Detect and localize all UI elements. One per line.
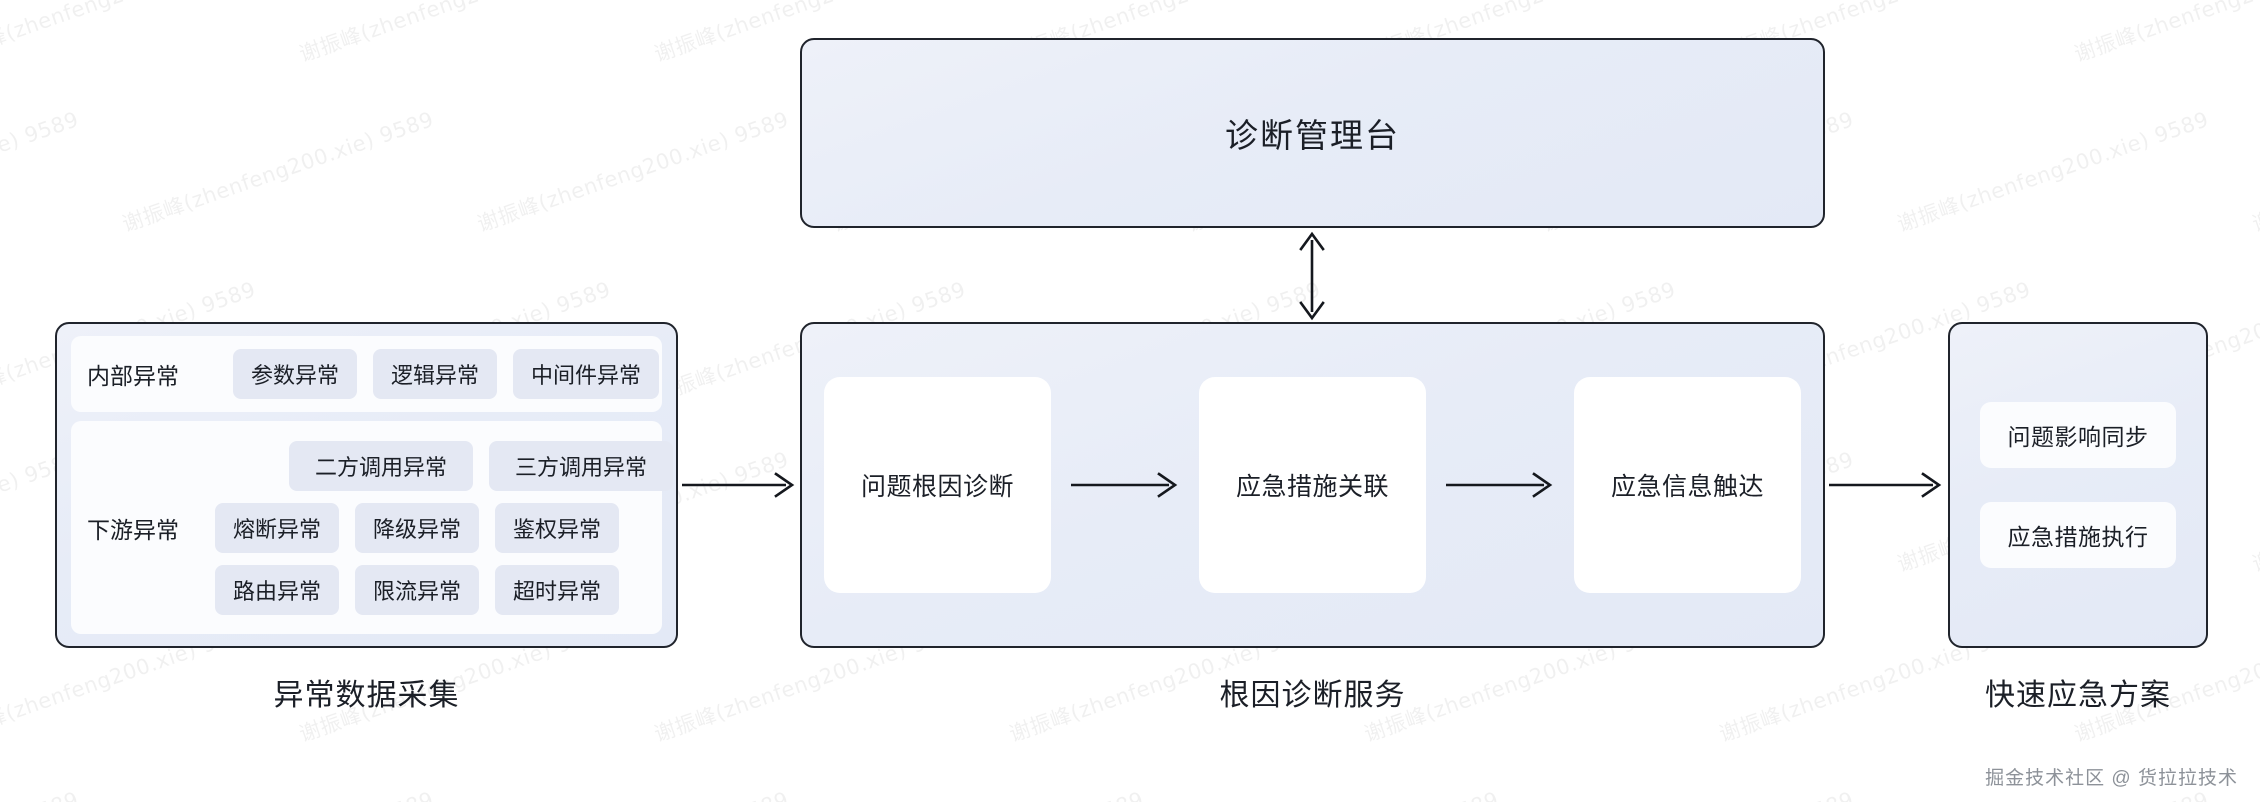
chip-param-anomaly[interactable]: 参数异常 (233, 349, 358, 399)
root-cause-service-box[interactable]: 问题根因诊断 应急措施关联 应急信息触达 (800, 322, 1825, 648)
service-step-emergency-measure-link[interactable]: 应急措施关联 (1199, 377, 1426, 593)
emergency-item-measure-execution[interactable]: 应急措施执行 (1980, 502, 2176, 568)
watermark-text: 谢振峰(zhenfeng200.xie) 9589 (118, 107, 437, 237)
watermark-text: 谢振峰(zhenfeng200.xie) 9589 (2248, 783, 2260, 802)
arrow-collector-to-service-icon (680, 462, 800, 513)
watermark-text: 谢振峰(zhenfeng200.xie) 9589 (828, 783, 1147, 802)
arrow-step1-to-step2-icon (1051, 465, 1199, 505)
arrow-step2-to-step3-icon (1426, 465, 1574, 505)
watermark-text: 谢振峰(zhenfeng200.xie) 9589 (0, 107, 82, 237)
chip-auth-anomaly[interactable]: 鉴权异常 (495, 502, 620, 553)
downstream-anomaly-chip-rows: 二方调用异常 三方调用异常 熔断异常 降级异常 鉴权异常 路由异常 限流异常 超… (215, 440, 674, 615)
internal-anomaly-label: 内部异常 (87, 363, 179, 389)
downstream-anomaly-panel: 下游异常 二方调用异常 三方调用异常 熔断异常 降级异常 鉴权异常 路由异常 限… (71, 421, 674, 634)
chip-rate-limit-anomaly[interactable]: 限流异常 (355, 564, 480, 615)
arrow-console-to-service-icon (1290, 230, 1334, 327)
arrow-service-to-emergency-icon (1827, 462, 1947, 513)
watermark-text: 谢振峰(zhenfeng200.xie) 9589 (1183, 783, 1502, 802)
watermark-text: 谢振峰(zhenfeng200.xie) 9589 (0, 783, 82, 802)
downstream-chip-row-2: 熔断异常 降级异常 鉴权异常 (215, 502, 673, 553)
watermark-text: 谢振峰(zhenfeng200.xie) 9589 (1893, 107, 2212, 237)
attribution-text: 掘金技术社区 @ 货拉拉技术 (1985, 768, 2238, 789)
caption-rapid-emergency-plan: 快速应急方案 (1985, 679, 2171, 712)
caption-root-cause-service: 根因诊断服务 (1219, 679, 1406, 712)
downstream-chip-row-3: 路由异常 限流异常 超时异常 (215, 564, 673, 615)
diagnosis-console-title: 诊断管理台 (1225, 117, 1400, 154)
watermark-text: 谢振峰(zhenfeng200.xie) 9589 (473, 783, 792, 802)
internal-anomaly-panel: 内部异常 参数异常 逻辑异常 中间件异常 (71, 336, 662, 412)
chip-logic-anomaly[interactable]: 逻辑异常 (373, 349, 498, 399)
chip-third-party-call-anomaly[interactable]: 三方调用异常 (489, 440, 674, 491)
watermark-text: 谢振峰(zhenfeng200.xie) 9589 (1538, 783, 1857, 802)
chip-timeout-anomaly[interactable]: 超时异常 (495, 564, 620, 615)
rapid-emergency-plan-box[interactable]: 问题影响同步 应急措施执行 (1948, 322, 2208, 648)
chip-routing-anomaly[interactable]: 路由异常 (215, 564, 340, 615)
chip-degradation-anomaly[interactable]: 降级异常 (355, 502, 480, 553)
watermark-text: 谢振峰(zhenfeng200.xie) 9589 (118, 783, 437, 802)
service-step-emergency-info-reach[interactable]: 应急信息触达 (1574, 377, 1801, 593)
anomaly-collection-box[interactable]: 内部异常 参数异常 逻辑异常 中间件异常 下游异常 二方调用异常 三方调用异常 … (55, 322, 678, 648)
internal-anomaly-chip-row: 参数异常 逻辑异常 中间件异常 (233, 349, 660, 399)
diagnosis-console-box[interactable]: 诊断管理台 (800, 38, 1825, 228)
watermark-text: 谢振峰(zhenfeng200.xie) 9589 (0, 0, 259, 67)
emergency-item-impact-sync[interactable]: 问题影响同步 (1980, 402, 2176, 468)
caption-anomaly-collection: 异常数据采集 (273, 679, 460, 712)
watermark-text: 谢振峰(zhenfeng200.xie) 9589 (2248, 447, 2260, 577)
chip-middleware-anomaly[interactable]: 中间件异常 (513, 349, 660, 399)
chip-circuit-break-anomaly[interactable]: 熔断异常 (215, 502, 340, 553)
watermark-text: 谢振峰(zhenfeng200.xie) 9589 (296, 0, 614, 67)
chip-second-party-call-anomaly[interactable]: 二方调用异常 (289, 440, 474, 491)
downstream-chip-row-1: 二方调用异常 三方调用异常 (215, 440, 674, 491)
watermark-text: 谢振峰(zhenfeng200.xie) 9589 (2071, 0, 2260, 67)
watermark-text: 谢振峰(zhenfeng200.xie) 9589 (473, 107, 792, 237)
watermark-text: 谢振峰(zhenfeng200.xie) 9589 (2248, 107, 2260, 237)
downstream-anomaly-label: 下游异常 (87, 516, 179, 543)
service-step-root-cause-diagnosis[interactable]: 问题根因诊断 (824, 377, 1051, 593)
